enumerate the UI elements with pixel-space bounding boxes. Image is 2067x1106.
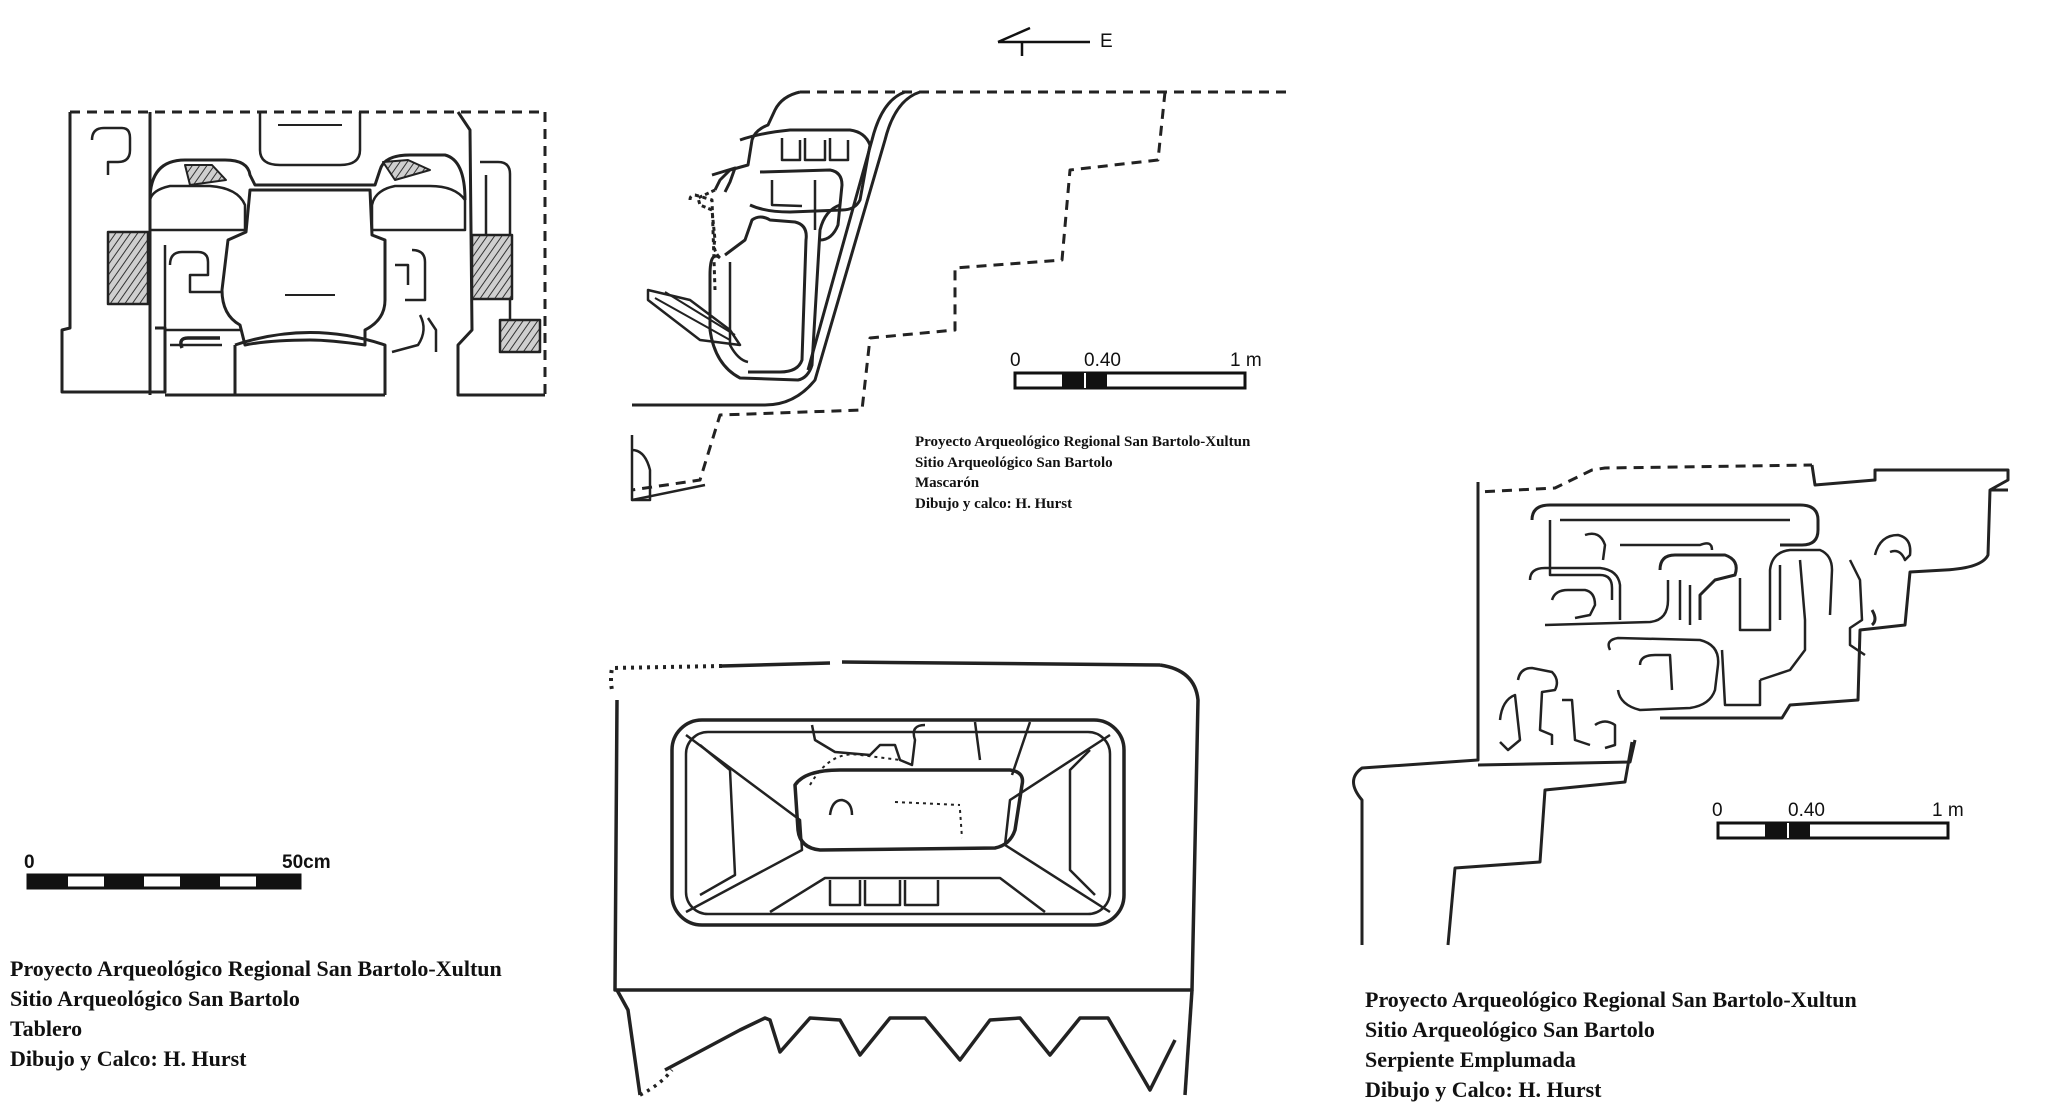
caption-project: Proyecto Arqueológico Regional San Barto… [915,434,1251,450]
caption-site: Sitio Arqueológico San Bartolo [1365,1017,1655,1043]
caption-credit: Dibujo y Calco: H. Hurst [10,1046,247,1072]
serpiente-caption: Proyecto Arqueológico Regional San Barto… [1365,985,1857,1106]
serpiente-scale-label-040: 0.40 [1788,800,1825,821]
tablero-scale-bar: 0 50cm [24,852,331,890]
caption-project: Proyecto Arqueológico Regional San Barto… [1365,987,1857,1012]
mascaron-caption: Proyecto Arqueológico Regional San Barto… [915,432,1250,515]
caption-credit: Dibujo y Calco: H. Hurst [1365,1077,1602,1103]
caption-project: Proyecto Arqueológico Regional San Barto… [10,956,502,981]
mascaron-scale-label-040: 0.40 [1084,350,1121,371]
north-arrow: E [997,26,1113,56]
north-arrow-label: E [1100,31,1113,52]
tablero-scale-label-0: 0 [24,852,35,873]
caption-title: Serpiente Emplumada [1365,1047,1576,1073]
mascaron-scale-label-0: 0 [1010,350,1021,371]
serpiente-scale-label-0: 0 [1712,800,1723,821]
serpiente-scale-bar: 0 0.40 1 m [1712,800,1964,840]
tablero-drawing [60,110,547,397]
caption-site: Sitio Arqueológico San Bartolo [10,986,300,1012]
tablero-scale-label-50cm: 50cm [282,852,331,873]
caption-title: Mascarón [915,475,980,492]
serpiente-drawing [1352,463,2010,946]
mascaron-scale-label-1m: 1 m [1230,350,1262,371]
mascaron-scale-bar: 0 0.40 1 m [1010,350,1262,390]
caption-site: Sitio Arqueológico San Bartolo [915,454,1113,471]
center-panel-drawing [609,660,1200,1097]
caption-credit: Dibujo y calco: H. Hurst [915,496,1073,513]
tablero-caption: Proyecto Arqueológico Regional San Barto… [10,954,502,1075]
mascaron-drawing [630,90,1290,502]
caption-title: Tablero [10,1016,83,1042]
serpiente-scale-label-1m: 1 m [1932,800,1964,821]
